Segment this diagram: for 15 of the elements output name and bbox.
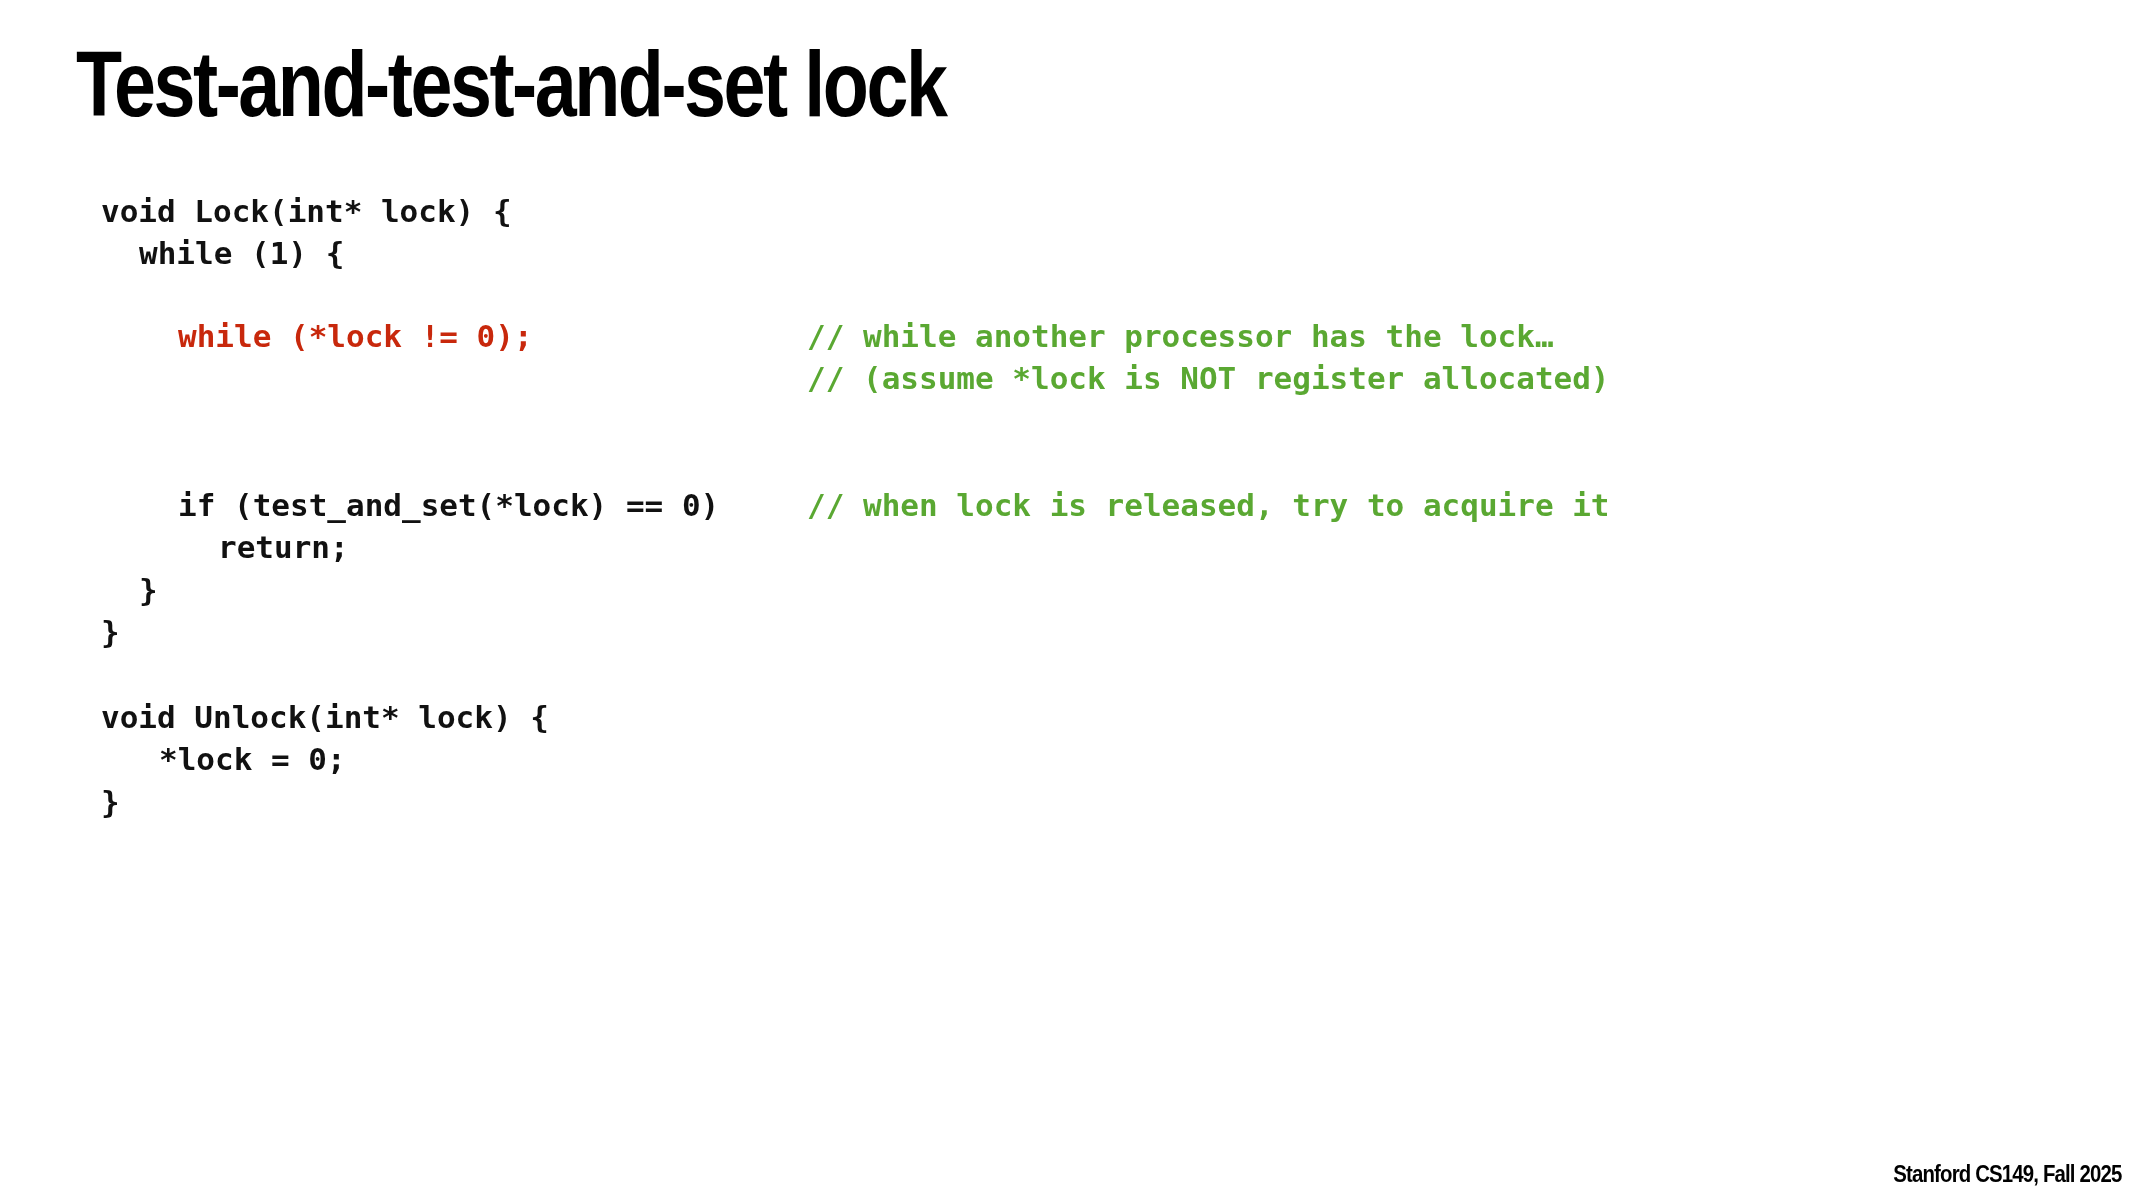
code-comment: // (assume *lock is NOT register allocated)	[807, 363, 1610, 394]
highlighted-code-line: while (*lock != 0);	[178, 321, 533, 352]
code-line: void Lock(int* lock) {	[101, 196, 512, 227]
code-line: }	[139, 575, 158, 606]
code-line: *lock = 0;	[159, 744, 346, 775]
footer-text: Stanford CS149, Fall 2025	[1892, 1162, 2121, 1186]
code-comment: // when lock is released, try to acquire it	[807, 490, 1610, 521]
code-line: while (1) {	[139, 238, 345, 269]
code-comment: // while another processor has the lock…	[807, 321, 1554, 352]
code-line: }	[101, 617, 120, 648]
slide-title: Test-and-test-and-set lock	[76, 38, 946, 130]
code-line: }	[101, 787, 120, 818]
code-line: void Unlock(int* lock) {	[101, 702, 549, 733]
code-line: return;	[218, 532, 349, 563]
code-line: if (test_and_set(*lock) == 0)	[178, 490, 720, 521]
